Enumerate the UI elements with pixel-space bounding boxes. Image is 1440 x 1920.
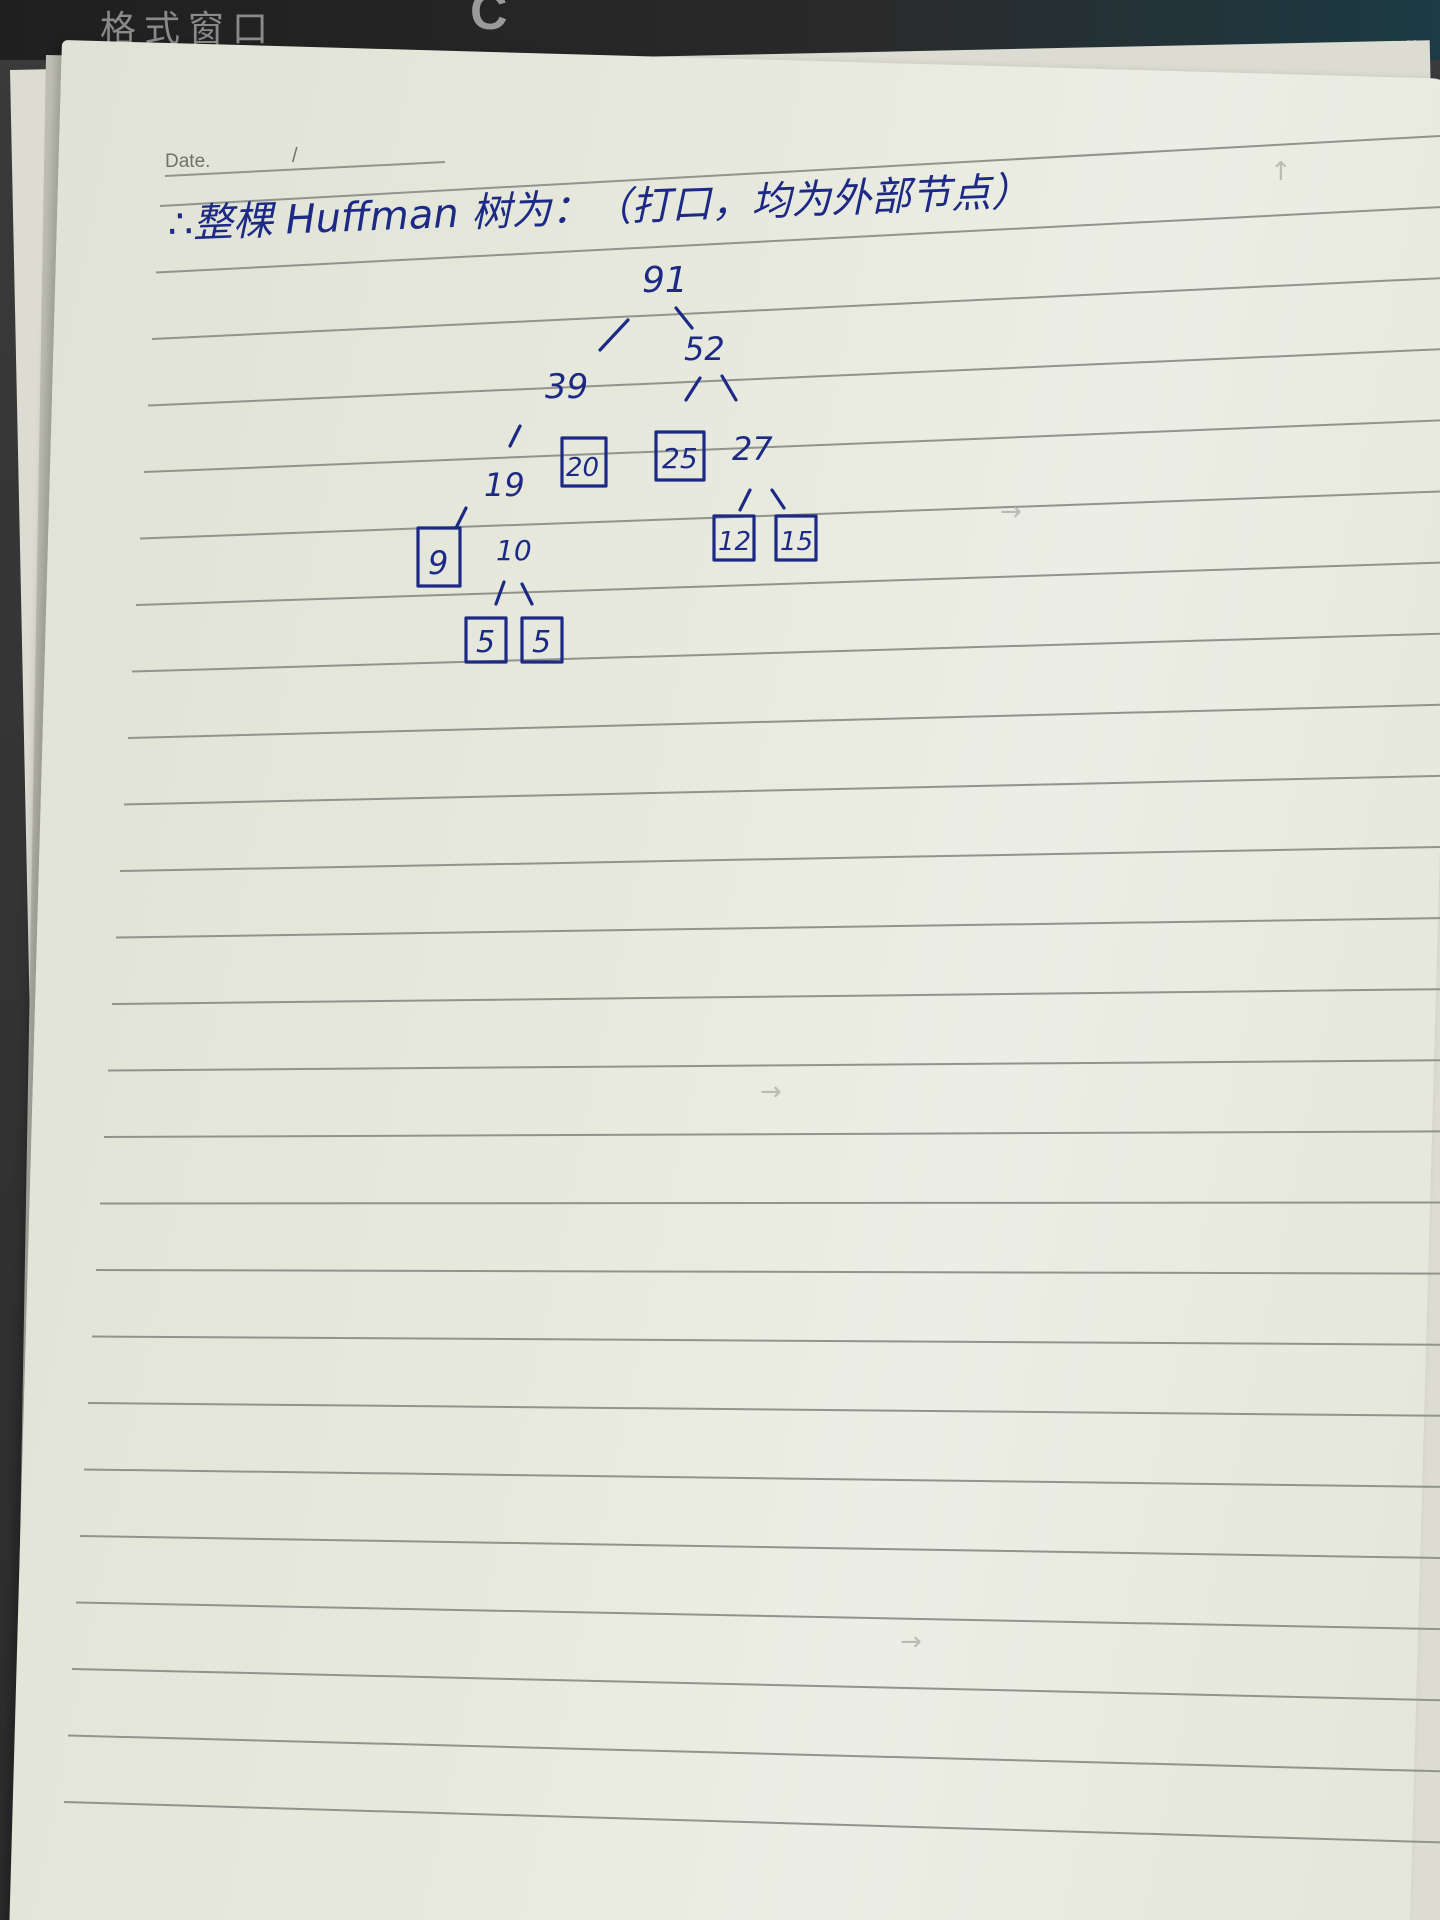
ruled-line	[107, 1059, 1440, 1072]
ruled-line	[143, 419, 1440, 473]
edge-52-25	[684, 376, 702, 402]
node-52: 52	[684, 330, 725, 368]
ruled-lines	[63, 135, 1440, 1844]
edge-27-15	[770, 488, 786, 510]
date-separator: /	[292, 145, 298, 167]
edge-91-52	[674, 306, 694, 330]
ruled-line	[151, 277, 1440, 340]
ruled-line	[71, 1668, 1440, 1702]
node-27: 27	[732, 430, 773, 468]
leaf-box-12	[712, 514, 756, 562]
leaf-box-5a	[464, 616, 508, 664]
ruled-line	[147, 348, 1440, 407]
edge-52-27	[720, 374, 738, 402]
ruled-line	[67, 1734, 1440, 1773]
ruled-line	[63, 1801, 1440, 1844]
svg-text:↑: ↑	[1270, 157, 1292, 187]
ruled-line	[83, 1468, 1440, 1488]
leaf-boxes	[416, 430, 818, 664]
heading-text: ∴整棵 Huffman 树为：（打口，均为外部节点）	[167, 169, 1032, 248]
node-19: 19	[484, 466, 525, 504]
node-25: 25	[662, 442, 698, 475]
ruled-line	[159, 135, 1440, 207]
date-label: Date.	[165, 151, 210, 172]
edge-91-39	[598, 318, 630, 352]
ruled-line	[87, 1402, 1440, 1417]
ruled-line	[99, 1201, 1440, 1205]
node-9: 9	[428, 544, 448, 582]
svg-text:→: →	[760, 1077, 782, 1107]
edge-27-12	[738, 488, 752, 512]
ruled-line	[75, 1601, 1440, 1631]
tree-labels: 91 39 52 19 20 25 27 9 10 12 15 5 5	[428, 260, 813, 660]
ruled-line	[127, 703, 1440, 739]
background-logo-fragment: C	[470, 0, 508, 41]
edge-19-9	[454, 506, 468, 530]
ruled-line	[115, 917, 1440, 939]
node-12: 12	[718, 527, 751, 557]
ruled-line	[119, 846, 1440, 872]
edge-10-5a	[494, 580, 506, 606]
svg-text:→: →	[900, 1627, 922, 1657]
ruled-line	[95, 1269, 1440, 1275]
ruled-line	[131, 632, 1440, 673]
edge-10-5b	[520, 582, 534, 606]
ruled-line	[111, 988, 1440, 1005]
node-20: 20	[566, 453, 599, 483]
node-39: 39	[545, 367, 588, 407]
ruled-line	[79, 1535, 1440, 1559]
node-5b: 5	[532, 625, 551, 660]
node-10: 10	[496, 534, 532, 567]
svg-text:→: →	[1000, 497, 1022, 527]
leaf-box-20	[560, 436, 608, 488]
tree-edges	[454, 306, 786, 606]
ruled-line	[91, 1335, 1440, 1346]
ruled-line	[155, 206, 1440, 274]
ruled-line	[103, 1130, 1440, 1138]
ruled-line	[135, 561, 1440, 606]
show-through-text: ↑ → → →	[760, 157, 1292, 1657]
leaf-box-9	[416, 526, 462, 588]
leaf-box-5b	[520, 616, 564, 664]
date-underline	[164, 161, 446, 177]
leaf-box-15	[774, 514, 818, 562]
node-91: 91	[642, 260, 688, 301]
node-5a: 5	[476, 625, 495, 660]
ruled-line	[123, 774, 1440, 806]
edge-39-19	[508, 424, 522, 448]
leaf-box-25	[654, 430, 706, 482]
node-15: 15	[780, 527, 813, 557]
